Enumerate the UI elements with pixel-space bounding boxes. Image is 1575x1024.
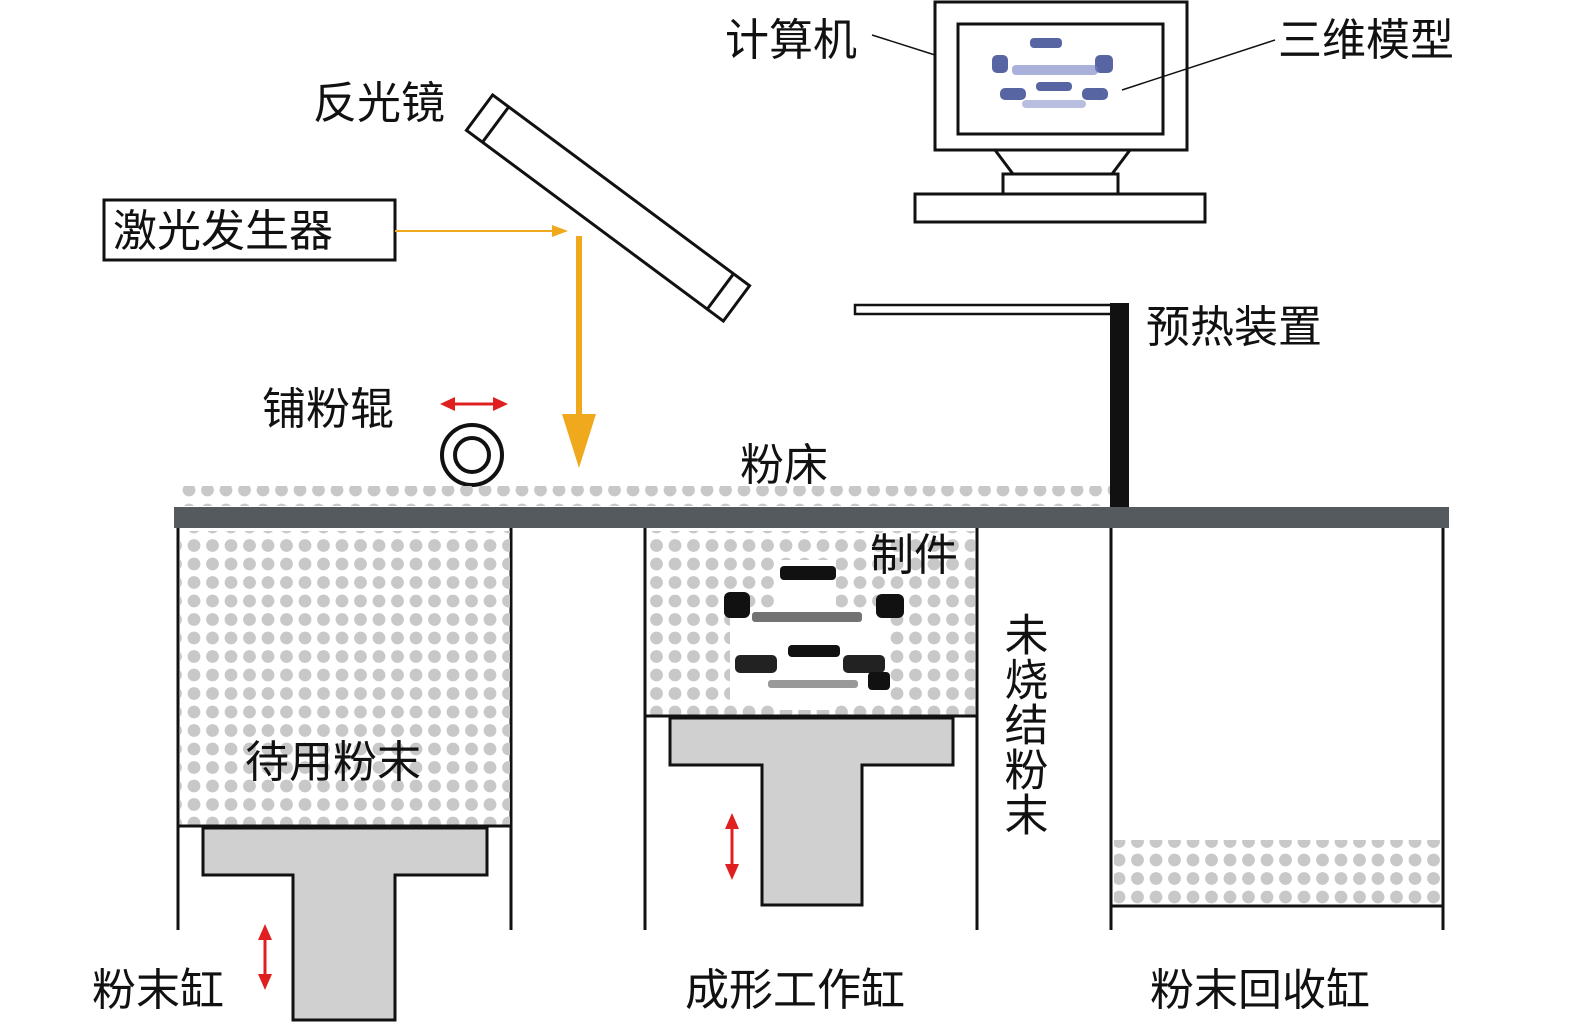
mirror-label: 反光镜 — [313, 78, 445, 129]
powder-tank-label: 粉末缸 — [92, 965, 224, 1016]
mirror-icon — [464, 92, 752, 324]
model-3d-label: 三维模型 — [1278, 15, 1454, 66]
computer-leader-line — [871, 34, 936, 56]
part-label: 制件 — [870, 530, 958, 581]
powder-bed-layer — [182, 486, 1110, 506]
roller-label: 铺粉辊 — [262, 384, 394, 435]
build-tank-label: 成形工作缸 — [685, 965, 905, 1016]
powder-tank — [176, 528, 513, 1022]
computer-monitor-icon — [913, 0, 1207, 224]
powder-bed-label: 粉床 — [740, 440, 828, 491]
preheat-label: 预热装置 — [1146, 302, 1322, 353]
laser-label: 激光发生器 — [113, 206, 333, 257]
laser-generator-box — [102, 198, 397, 262]
model-leader-line — [1121, 39, 1276, 91]
fabricated-part — [724, 560, 904, 710]
roller-icon — [440, 423, 504, 487]
unsintered-powder-label: 未烧结粉末 — [997, 612, 1048, 837]
roller-double-arrow-icon — [440, 397, 508, 411]
computer-label: 计算机 — [725, 15, 857, 66]
build-platform — [174, 507, 1449, 528]
powder-tank-double-arrow-icon — [258, 924, 272, 990]
model-3d-thumbnail — [992, 38, 1113, 108]
build-tank-double-arrow-icon — [725, 813, 739, 880]
recycle-tank — [1109, 528, 1445, 930]
preheat-device — [853, 303, 1129, 509]
laser-beam — [395, 225, 596, 468]
powder-ready-label: 待用粉末 — [245, 737, 421, 788]
recycle-tank-label: 粉末回收缸 — [1150, 965, 1370, 1016]
